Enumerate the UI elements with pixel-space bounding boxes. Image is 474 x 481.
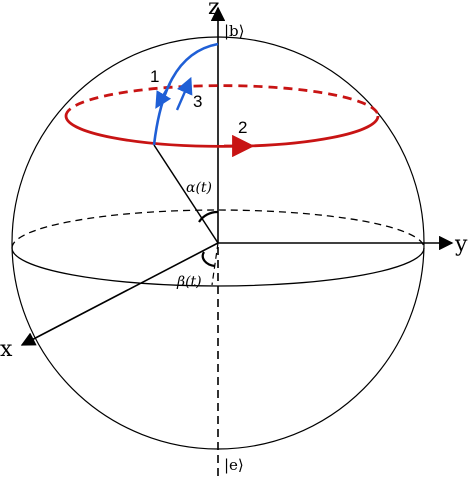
- alpha-label: α(t): [186, 180, 212, 196]
- blue-path: [152, 42, 219, 146]
- z-axis-label: z: [208, 0, 220, 20]
- arrow-up-3: [175, 76, 193, 111]
- beta-arc: [201, 251, 216, 268]
- orbit-front: [64, 115, 380, 148]
- orbit-back: [64, 84, 380, 117]
- beta-label: β(t): [176, 274, 202, 290]
- step-3-label: 3: [193, 92, 202, 111]
- alpha-arc: [198, 210, 219, 223]
- step-2-label: 2: [238, 118, 247, 137]
- ket-b-label: |b⟩: [224, 22, 245, 40]
- equator-front: [11, 247, 425, 287]
- state-vector: [153, 144, 219, 244]
- arrow-down-1: [155, 83, 172, 109]
- x-axis: [20, 242, 219, 346]
- y-axis-label: y: [454, 232, 468, 257]
- step-1-label: 1: [150, 67, 159, 86]
- equator-back: [11, 209, 425, 249]
- projection-line: [211, 242, 219, 286]
- x-axis-label: x: [0, 337, 13, 362]
- ket-e-label: |e⟩: [224, 456, 244, 474]
